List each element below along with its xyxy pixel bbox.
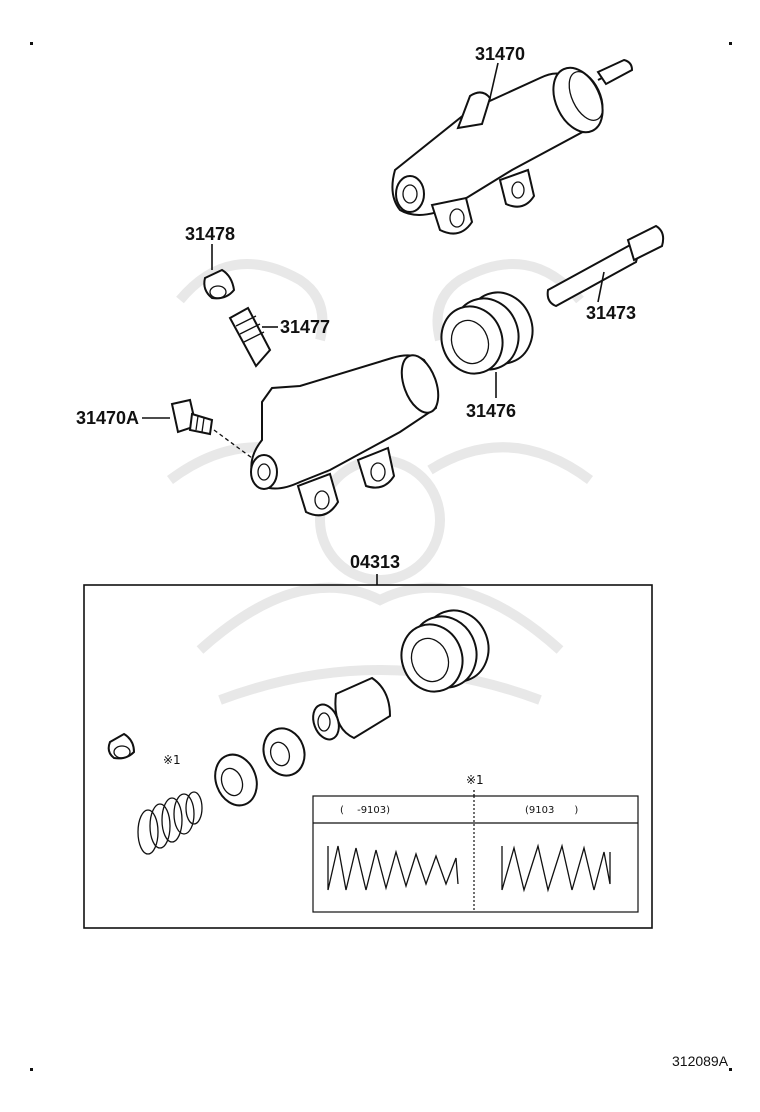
table-col1-header: ( -9103): [340, 805, 390, 816]
dust-boot: [440, 291, 534, 375]
spring-profile-new: [501, 843, 611, 893]
kit-piston: [312, 676, 392, 741]
table-col2-header: (9103 ): [525, 805, 578, 816]
watermark-emblem: [167, 259, 593, 705]
kit-bleeder-cap: [107, 732, 136, 760]
label-31478: 31478: [185, 224, 235, 244]
corner-mark: [30, 1068, 33, 1071]
spring-profile-old: [327, 845, 459, 891]
bleeder-cap: [203, 268, 236, 300]
cylinder-body: [250, 354, 440, 517]
table-marker: ※1: [466, 773, 484, 787]
label-31477: 31477: [280, 317, 330, 337]
kit-dust-boot: [400, 609, 490, 693]
kit-spring: [137, 791, 203, 855]
label-31470A: 31470A: [76, 408, 139, 428]
leader-31470: [489, 62, 499, 99]
mounting-bolt: [170, 398, 214, 436]
push-rod: [546, 224, 665, 308]
corner-mark: [729, 42, 732, 45]
label-04313: 04313: [350, 552, 400, 572]
reference-number: 312089A: [672, 1053, 729, 1069]
spring-variant-table: ( -9103) (9103 ): [312, 795, 639, 913]
dashed-guide: [213, 429, 253, 459]
corner-mark: [729, 1068, 732, 1071]
kit-seal-cup: [214, 753, 258, 807]
spring-marker: ※1: [163, 753, 181, 767]
label-31470: 31470: [475, 44, 525, 64]
leader-31473: [597, 271, 605, 303]
kit-piston-cup: [262, 727, 306, 777]
label-31476: 31476: [466, 401, 516, 421]
kit-box: [83, 584, 653, 929]
bleeder-plug: [228, 306, 272, 368]
release-cylinder-assembly: [391, 58, 634, 235]
corner-mark: [30, 42, 33, 45]
label-31473: 31473: [586, 303, 636, 323]
